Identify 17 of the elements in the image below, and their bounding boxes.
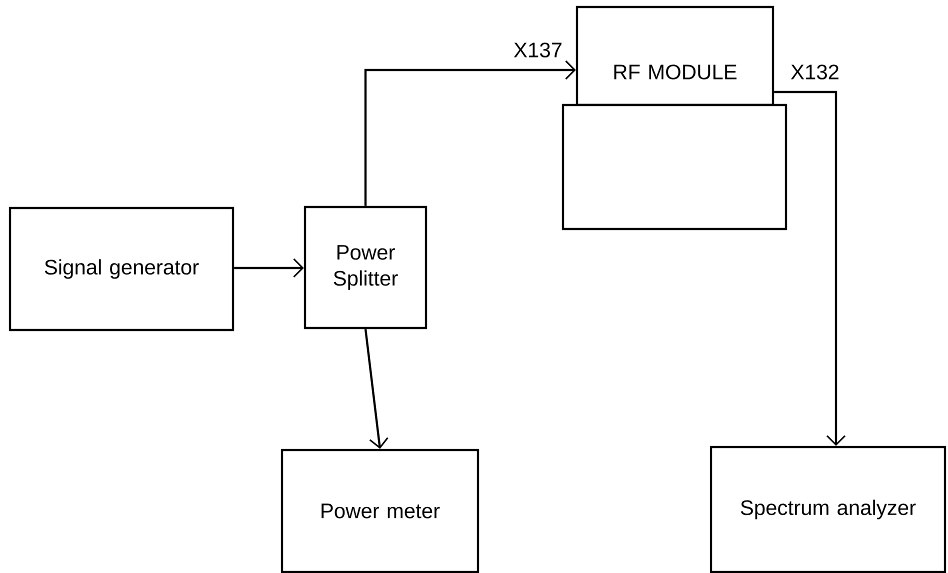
node-label: Power Splitter xyxy=(334,245,398,290)
block-box xyxy=(576,6,774,106)
arrow xyxy=(364,60,576,206)
edge-label: X137 xyxy=(514,42,562,58)
node-label: Spectrum analyzer xyxy=(740,500,916,520)
arrow xyxy=(774,90,846,446)
block-box xyxy=(280,448,480,573)
module-box xyxy=(562,104,788,230)
edge-label: X132 xyxy=(790,64,838,80)
node-label: Power meter xyxy=(322,504,440,518)
node-label: RF MODULE xyxy=(614,64,737,80)
block-box xyxy=(710,446,946,573)
arrow xyxy=(234,258,304,278)
block-box xyxy=(8,206,234,332)
node-label: Signal generator xyxy=(44,259,199,279)
arrow xyxy=(364,328,388,449)
block-box xyxy=(304,206,428,330)
